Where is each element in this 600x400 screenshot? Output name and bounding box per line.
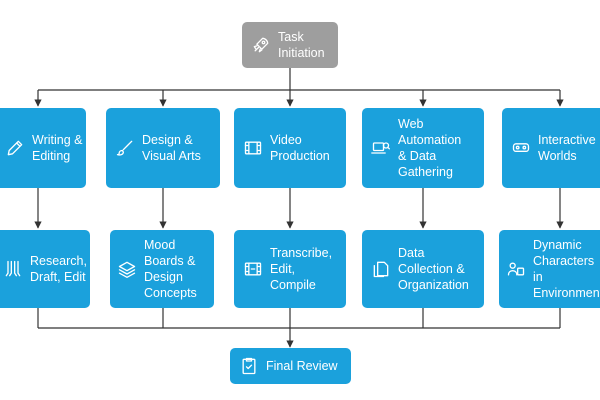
pens-icon xyxy=(2,258,24,280)
node-label: Research, Draft, Edit xyxy=(30,254,87,284)
node-video-production[interactable]: Video Production xyxy=(234,108,346,188)
node-final-review[interactable]: Final Review xyxy=(230,348,351,384)
clipboard-check-icon xyxy=(238,355,260,377)
node-transcribe-edit-compile[interactable]: Transcribe, Edit, Compile xyxy=(234,230,346,308)
pencil-icon xyxy=(4,137,26,159)
node-task-initiation[interactable]: Task Initiation xyxy=(242,22,338,68)
node-research-draft-edit[interactable]: Research, Draft, Edit xyxy=(0,230,90,308)
node-web-automation[interactable]: Web Automation & Data Gathering xyxy=(362,108,484,188)
node-label: Interactive Worlds xyxy=(538,133,596,163)
film-edit-icon xyxy=(242,258,264,280)
node-label: Task Initiation xyxy=(278,30,325,60)
node-label: Final Review xyxy=(266,359,338,373)
node-data-collection[interactable]: Data Collection & Organization xyxy=(362,230,484,308)
node-label: Mood Boards & Design Concepts xyxy=(144,238,197,300)
paintbrush-icon xyxy=(114,137,136,159)
node-interactive-worlds[interactable]: Interactive Worlds xyxy=(502,108,600,188)
node-label: Video Production xyxy=(270,133,330,163)
characters-icon xyxy=(505,258,527,280)
node-label: Design & Visual Arts xyxy=(142,133,201,163)
node-label: Web Automation & Data Gathering xyxy=(398,117,462,179)
node-dynamic-characters[interactable]: Dynamic Characters in Environments xyxy=(499,230,600,308)
node-label: Writing & Editing xyxy=(32,133,83,163)
layers-icon xyxy=(116,258,138,280)
node-design-visual-arts[interactable]: Design & Visual Arts xyxy=(106,108,220,188)
node-label: Data Collection & Organization xyxy=(398,246,469,292)
node-label: Transcribe, Edit, Compile xyxy=(270,246,333,292)
node-mood-boards[interactable]: Mood Boards & Design Concepts xyxy=(110,230,214,308)
node-writing-editing[interactable]: Writing & Editing xyxy=(0,108,86,188)
rocket-icon xyxy=(250,34,272,56)
vr-headset-icon xyxy=(510,137,532,159)
laptop-search-icon xyxy=(370,137,392,159)
node-label: Dynamic Characters in Environments xyxy=(533,238,600,300)
film-icon xyxy=(242,137,264,159)
documents-icon xyxy=(370,258,392,280)
